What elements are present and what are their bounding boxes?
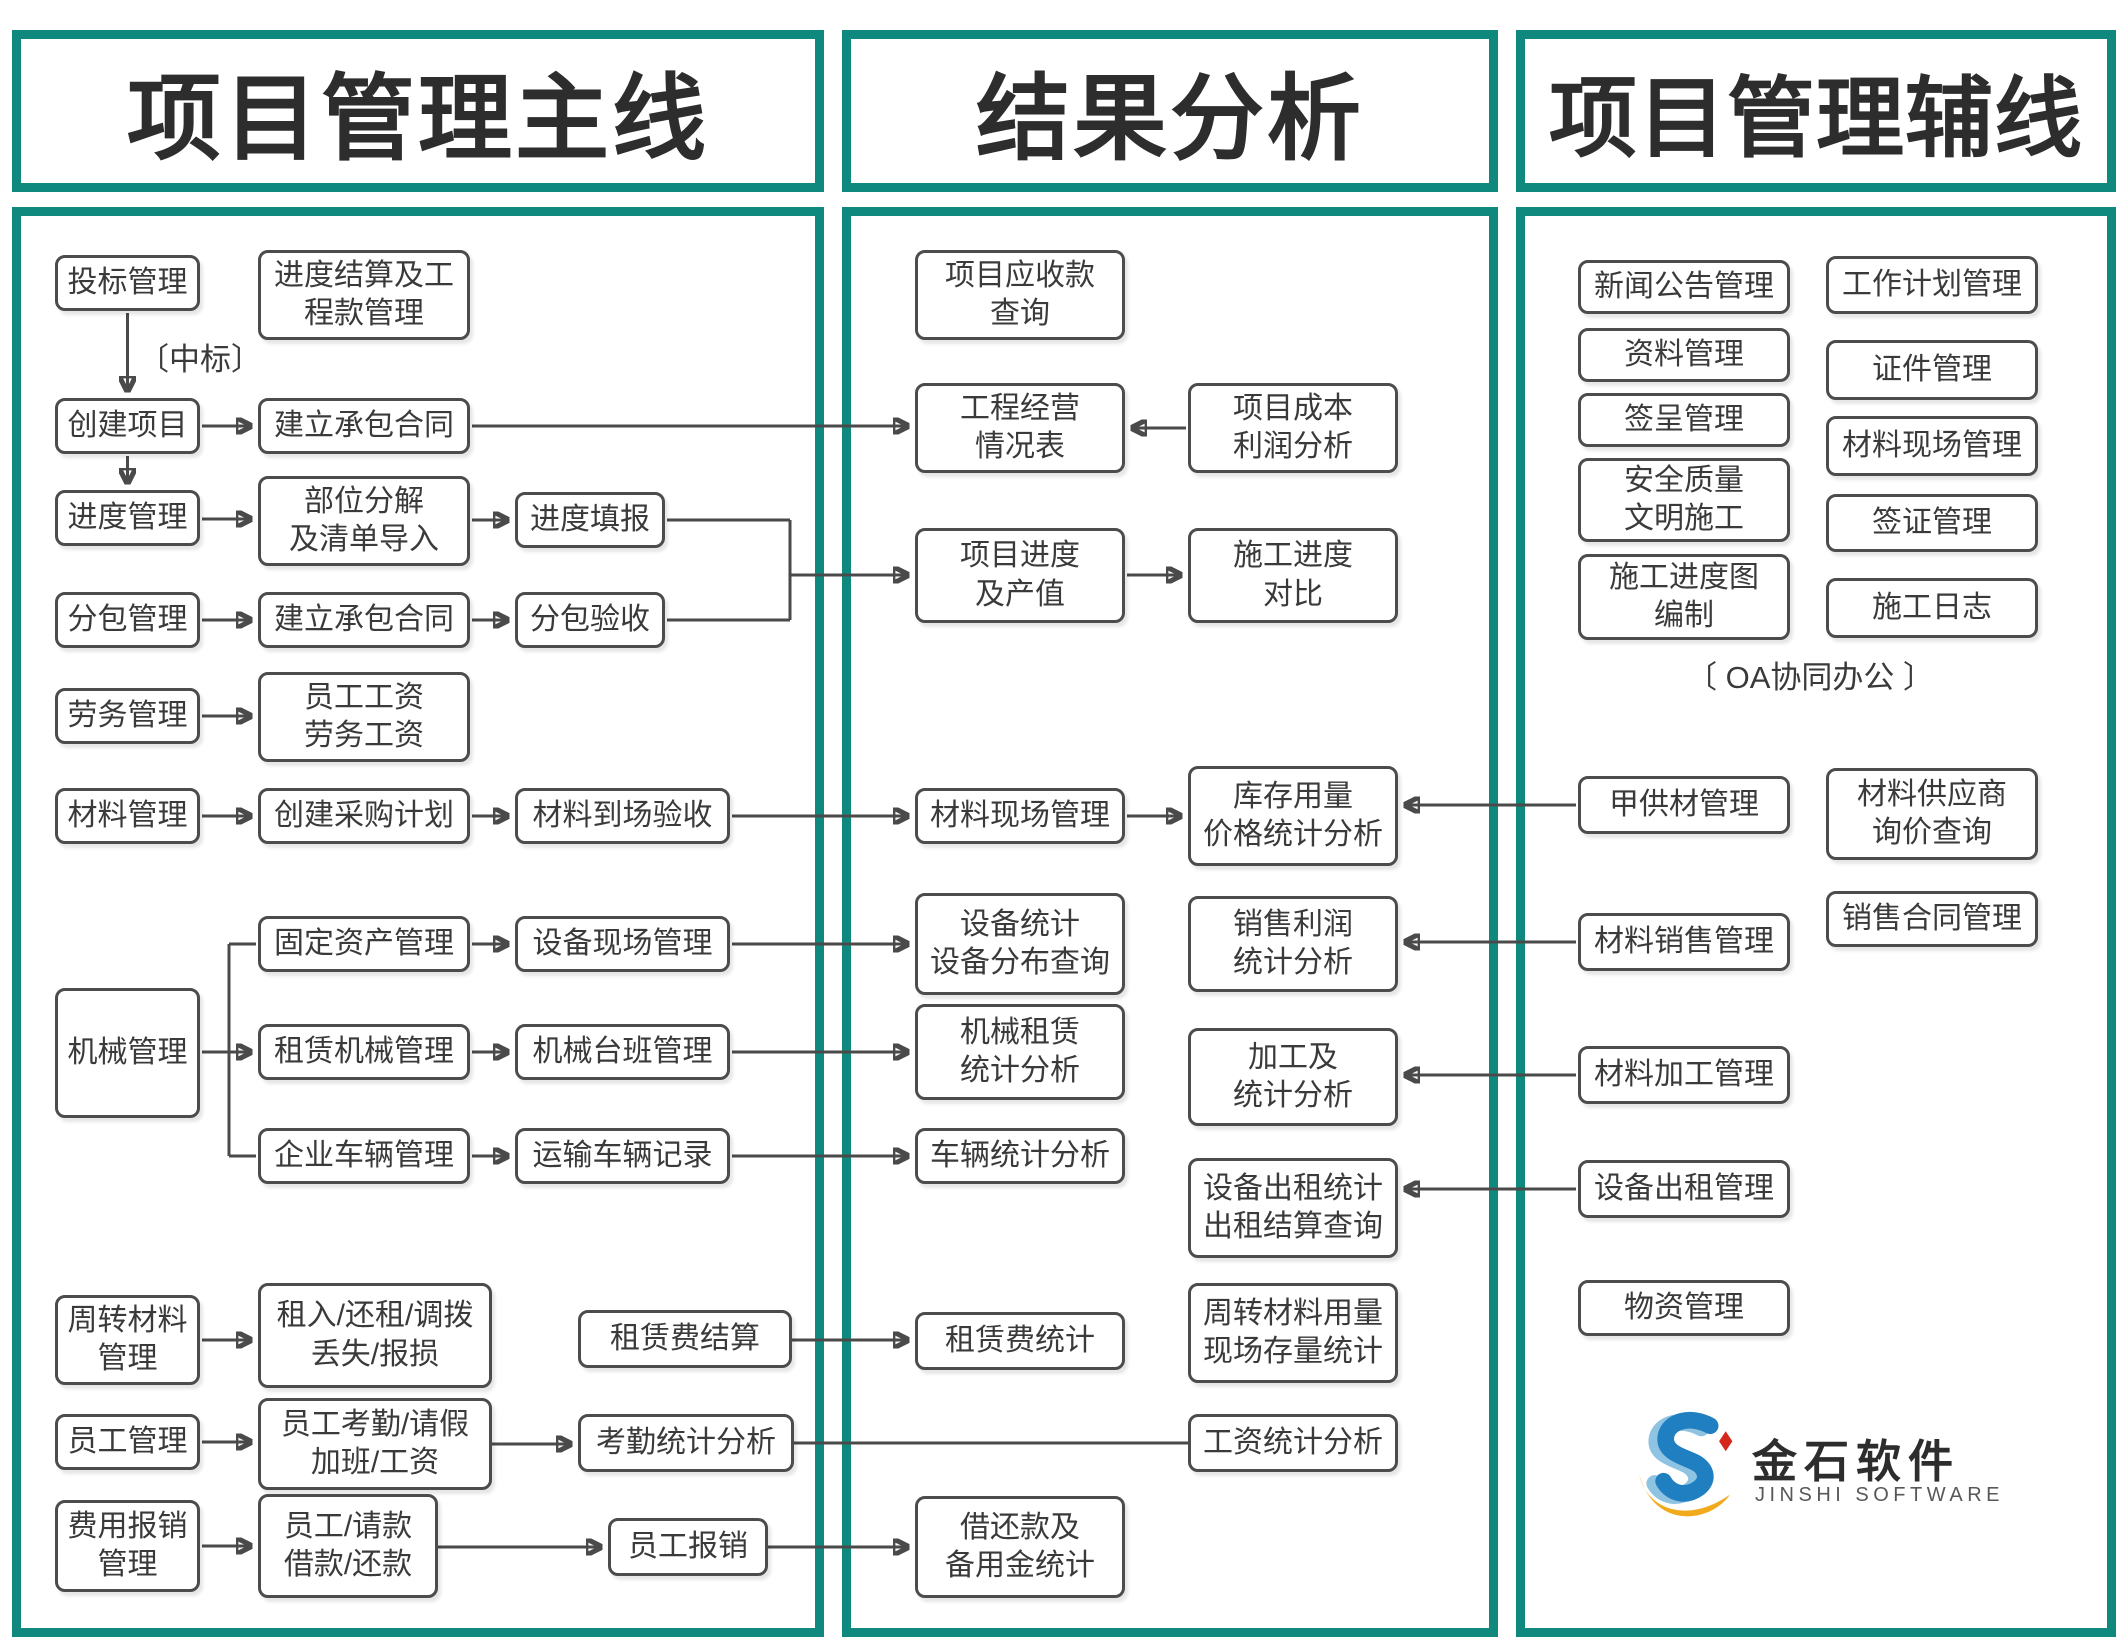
node-visa-management: 签证管理 xyxy=(1826,494,2038,552)
node-material-management: 材料管理 xyxy=(55,788,200,844)
node-subcontract-acceptance: 分包验收 xyxy=(515,592,665,648)
node-processing-stats: 加工及 统计分析 xyxy=(1188,1028,1398,1126)
node-material-site-analysis: 材料现场管理 xyxy=(915,788,1125,844)
node-schedule-chart: 施工进度图 编制 xyxy=(1578,554,1790,640)
node-material-sales: 材料销售管理 xyxy=(1578,913,1790,971)
node-progress-fill: 进度填报 xyxy=(515,492,665,548)
node-supplier-inquiry: 材料供应商 询价查询 xyxy=(1826,768,2038,860)
node-contract-b: 建立承包合同 xyxy=(258,592,470,648)
node-attendance-stats: 考勤统计分析 xyxy=(578,1414,794,1472)
node-equipment-site: 设备现场管理 xyxy=(515,916,730,972)
label-oa-office: 〔 OA协同办公 〕 xyxy=(1685,660,1934,695)
node-document-management: 资料管理 xyxy=(1578,328,1790,382)
node-turnover-material: 周转材料 管理 xyxy=(55,1295,200,1385)
node-machine-rental-stats: 机械租赁 统计分析 xyxy=(915,1004,1125,1100)
panel-header-aux: 项目管理辅线 xyxy=(1516,30,2116,192)
node-loan-stats: 借还款及 备用金统计 xyxy=(915,1496,1125,1598)
panel-header-analysis: 结果分析 xyxy=(842,30,1498,192)
node-employee-loan: 员工/请款 借款/还款 xyxy=(258,1494,438,1598)
node-equipment-rent-management: 设备出租管理 xyxy=(1578,1160,1790,1218)
node-material-site-aux: 材料现场管理 xyxy=(1826,416,2038,476)
node-part-breakdown: 部位分解 及清单导入 xyxy=(258,476,470,566)
panel-header-main: 项目管理主线 xyxy=(12,30,824,192)
node-create-project: 创建项目 xyxy=(55,398,200,454)
node-goods-management: 物资管理 xyxy=(1578,1280,1790,1336)
panel-title-aux: 项目管理辅线 xyxy=(1548,65,2083,170)
node-fixed-assets: 固定资产管理 xyxy=(258,916,470,972)
node-rental-machinery: 租赁机械管理 xyxy=(258,1024,470,1080)
node-wages: 员工工资 劳务工资 xyxy=(258,672,470,762)
logo-swoosh xyxy=(1639,1474,1731,1517)
node-company-vehicles: 企业车辆管理 xyxy=(258,1128,470,1184)
logo-s-front xyxy=(1655,1411,1719,1502)
node-progress-management: 进度管理 xyxy=(55,490,200,546)
node-expense-management: 费用报销 管理 xyxy=(55,1500,200,1592)
node-rent-return: 租入/还租/调拨 丢失/报损 xyxy=(258,1283,492,1388)
node-contract-a: 建立承包合同 xyxy=(258,398,470,454)
logo-company-name: 金石软件 xyxy=(1752,1436,1961,1487)
node-machinery-management: 机械管理 xyxy=(55,988,200,1118)
node-transport-records: 运输车辆记录 xyxy=(515,1128,730,1184)
node-sales-profit-stats: 销售利润 统计分析 xyxy=(1188,896,1398,992)
logo-diamond xyxy=(1719,1431,1733,1452)
node-news-management: 新闻公告管理 xyxy=(1578,260,1790,314)
node-progress-settlement: 进度结算及工 程款管理 xyxy=(258,250,470,340)
node-turnover-usage-stats: 周转材料用量 现场存量统计 xyxy=(1188,1283,1398,1383)
logo-company-subtitle: JINSHI SOFTWARE xyxy=(1755,1484,2004,1506)
panel-title-analysis: 结果分析 xyxy=(975,64,1364,174)
node-purchase-plan: 创建采购计划 xyxy=(258,788,470,844)
panel-title-main: 项目管理主线 xyxy=(126,64,709,174)
node-approval-management: 签呈管理 xyxy=(1578,393,1790,447)
node-labor-management: 劳务管理 xyxy=(55,688,200,744)
node-employee-reimburse: 员工报销 xyxy=(608,1518,768,1576)
node-bidding-management: 投标管理 xyxy=(55,255,200,311)
node-work-plan: 工作计划管理 xyxy=(1826,256,2038,314)
node-owner-material: 甲供材管理 xyxy=(1578,776,1790,834)
node-employee-management: 员工管理 xyxy=(55,1414,200,1470)
node-attendance: 员工考勤/请假 加班/工资 xyxy=(258,1398,492,1490)
node-construction-log: 施工日志 xyxy=(1826,578,2038,638)
node-rental-fee-settlement: 租赁费结算 xyxy=(578,1310,792,1368)
node-machine-shift: 机械台班管理 xyxy=(515,1024,730,1080)
node-progress-value: 项目进度 及产值 xyxy=(915,528,1125,623)
node-salary-stats: 工资统计分析 xyxy=(1188,1414,1398,1472)
node-material-processing: 材料加工管理 xyxy=(1578,1046,1790,1104)
node-rental-fee-stats: 租赁费统计 xyxy=(915,1312,1125,1370)
node-equipment-stats: 设备统计 设备分布查询 xyxy=(915,893,1125,995)
node-subcontract-management: 分包管理 xyxy=(55,592,200,648)
node-safety-quality: 安全质量 文明施工 xyxy=(1578,458,1790,542)
node-material-arrival: 材料到场验收 xyxy=(515,788,730,844)
node-vehicle-stats: 车辆统计分析 xyxy=(915,1128,1125,1184)
label-award: 〔中标〕 xyxy=(138,342,262,377)
node-inventory-stats: 库存用量 价格统计分析 xyxy=(1188,766,1398,866)
node-construction-compare: 施工进度 对比 xyxy=(1188,528,1398,623)
node-cost-profit-analysis: 项目成本 利润分析 xyxy=(1188,383,1398,473)
node-sales-contract: 销售合同管理 xyxy=(1826,891,2038,947)
node-certificate-management: 证件管理 xyxy=(1826,340,2038,400)
node-receivables-query: 项目应收款 查询 xyxy=(915,250,1125,340)
node-operation-table: 工程经营 情况表 xyxy=(915,383,1125,473)
jinshi-logo-mark xyxy=(1639,1411,1733,1517)
node-equipment-rent-stats: 设备出租统计 出租结算查询 xyxy=(1188,1158,1398,1258)
